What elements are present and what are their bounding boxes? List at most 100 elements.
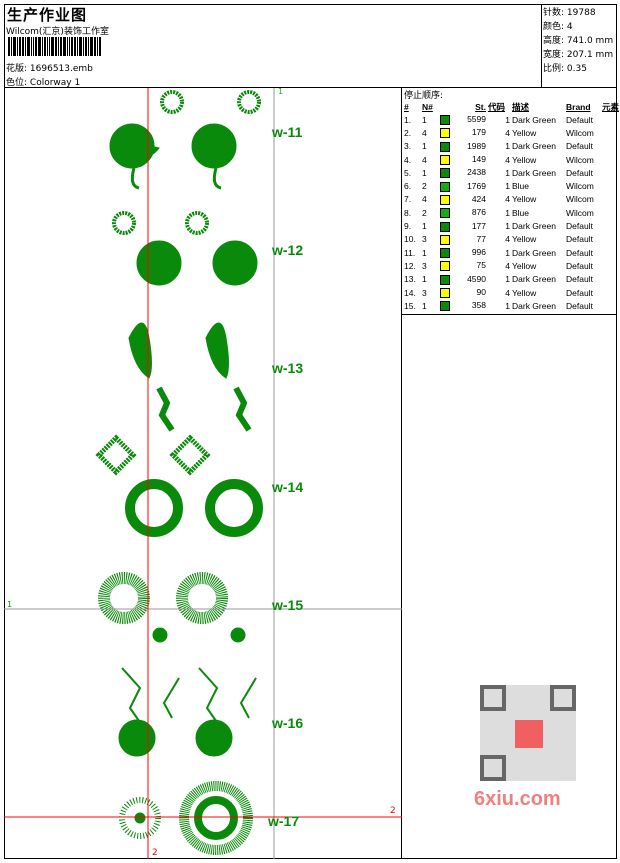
brand: Default [566,114,593,125]
info-row: 针数: 19788 [543,5,596,18]
barcode-bar [74,37,76,56]
barcode-bar [63,37,66,56]
col-header: N# [422,102,433,112]
guide-mark: 1 [278,87,284,96]
info-label: 颜色: [543,22,565,32]
barcode-bar [42,37,43,56]
stitch-count: 1769 [467,180,486,191]
page-title: 生产作业图 [7,6,88,24]
stitches: 1769 [439,179,487,192]
brand: Wilcom [566,207,594,218]
motif-w-11-small [160,90,261,114]
col-header: 元素 [602,102,620,112]
barcode-bar [67,37,68,56]
needle: 1 [422,300,427,311]
stitches: 90 [439,286,487,299]
motif-w-12 [112,211,258,286]
barcode-bar [31,37,32,56]
info-row: 宽度: 207.1 mm [543,47,613,60]
motif-label: w-16 [272,715,304,731]
element [601,113,620,126]
color-swatch [440,288,450,298]
color-swatch [440,194,450,205]
element [601,206,620,219]
description: Yellow [512,194,537,205]
stitch-count: 90 [476,287,486,297]
color-swatch [440,221,450,232]
barcode-bar [79,37,82,56]
code: 1 [505,274,510,285]
brand: Wilcom [566,194,594,205]
barcode-bar [94,37,96,56]
info-row: 比例: 0.35 [543,61,587,74]
col-header: # [404,102,409,112]
row-index: 6. [404,181,412,192]
info-label: 比例: [543,64,565,74]
stop-sequence-title: 停止顺序: [404,91,444,101]
info-label: 宽度: [543,50,565,60]
brand: Wilcom [566,154,594,165]
motif-label: w-15 [272,597,304,613]
barcode-bar [58,37,59,56]
stitch-count: 149 [471,154,486,165]
brand: Default [566,221,593,232]
color-swatch [440,128,450,139]
needle: 1 [422,221,427,232]
code: 1 [505,247,510,258]
code: 4 [505,194,510,205]
colorway: 色位: Colorway 1 [6,75,80,88]
description: Blue [512,181,530,192]
stitch-count: 77 [476,233,486,244]
company-name: Wilcom(汇京)装饰工作室 [6,27,109,37]
brand: Default [566,141,593,152]
barcode-bar [60,37,62,56]
barcode-bar [13,37,16,56]
element [601,153,620,166]
element [601,166,620,179]
col-header: 代码 [488,102,506,112]
stitches: 358 [439,299,487,312]
element [601,219,620,232]
color-swatch [440,248,450,259]
brand: Wilcom [566,181,594,192]
stitches: 1989 [439,140,487,153]
element [601,273,620,286]
sheet-frame [4,4,617,859]
stitch-count: 876 [471,207,486,218]
barcode-bar [25,37,26,56]
motif-w-15 [98,572,246,643]
motif-label: w-17 [268,813,300,829]
description: Blue [512,207,530,218]
description: Dark Green [512,300,556,311]
needle: 4 [422,127,427,138]
motif-w-17 [119,781,253,855]
description: Yellow [512,127,537,138]
stitch-count: 1989 [467,140,486,151]
brand: Default [566,167,593,178]
stitch-count: 2438 [467,167,486,178]
stitches: 996 [439,246,487,259]
description: Dark Green [512,221,556,232]
brand: Default [566,300,593,311]
code: 1 [505,141,510,152]
color-swatch [440,181,450,192]
description: Dark Green [512,247,556,258]
brand: Wilcom [566,127,594,138]
code: 1 [505,207,510,218]
barcode-bar [83,37,84,56]
brand: Default [566,234,593,245]
design-file: 花版: 1696513.emb [6,61,93,74]
stitches: 77 [439,233,487,246]
element [601,126,620,139]
barcode-bar [35,37,37,56]
code: 4 [505,287,510,298]
color-swatch [440,115,450,126]
stitches: 179 [439,126,487,139]
barcode-bar [33,37,34,56]
motif-w-14 [95,434,263,537]
description: Yellow [512,260,537,271]
